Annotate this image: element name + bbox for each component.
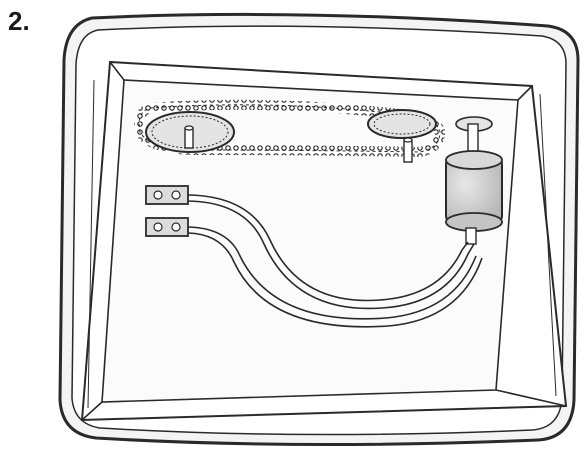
wires <box>187 194 483 328</box>
electric-motor <box>445 150 503 245</box>
terminal-blocks <box>145 185 189 237</box>
figure-number: 2. <box>8 6 30 36</box>
inner-box <box>80 60 568 422</box>
small-sprocket <box>367 109 437 163</box>
large-sprocket <box>145 111 235 153</box>
chain-loop <box>134 99 446 158</box>
